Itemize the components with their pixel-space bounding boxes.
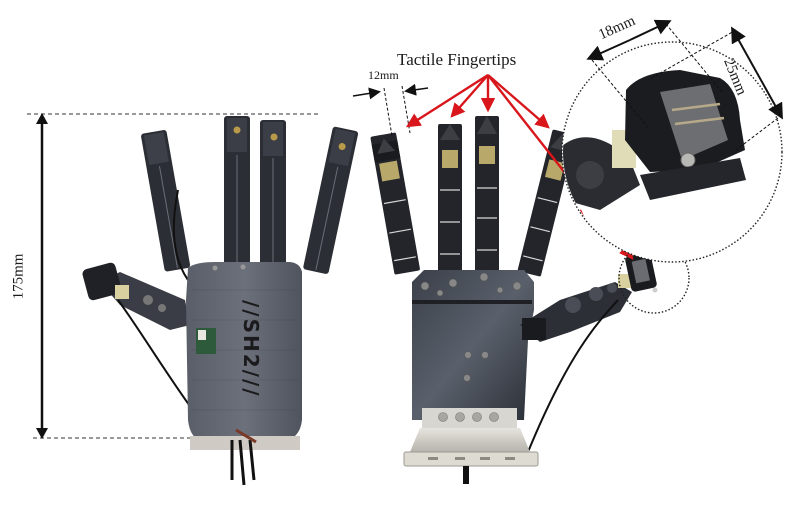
right-finger-2 — [438, 124, 462, 274]
left-hand: //SH2/// — [82, 116, 359, 486]
right-hand-base — [403, 408, 539, 484]
left-finger-2 — [224, 116, 250, 272]
fingertip-width-dimension — [352, 83, 429, 137]
right-finger-1 — [370, 132, 420, 275]
left-finger-1 — [141, 130, 191, 272]
hand-height-label: 175mm — [10, 253, 27, 300]
left-hand-back — [186, 262, 302, 442]
tactile-fingertips-label: Tactile Fingertips — [397, 50, 517, 69]
right-hand — [370, 116, 658, 484]
left-thumb — [82, 262, 190, 330]
right-palm — [412, 270, 534, 420]
fingertip-width-label: 12mm — [368, 68, 399, 82]
right-finger-3 — [475, 116, 499, 274]
right-thumb — [520, 252, 658, 342]
left-finger-3 — [260, 120, 286, 272]
left-finger-4 — [303, 126, 359, 274]
left-hand-logo: //SH2/// — [239, 300, 263, 398]
sensor-magnified-view — [561, 19, 783, 263]
height-dimension — [27, 113, 320, 439]
